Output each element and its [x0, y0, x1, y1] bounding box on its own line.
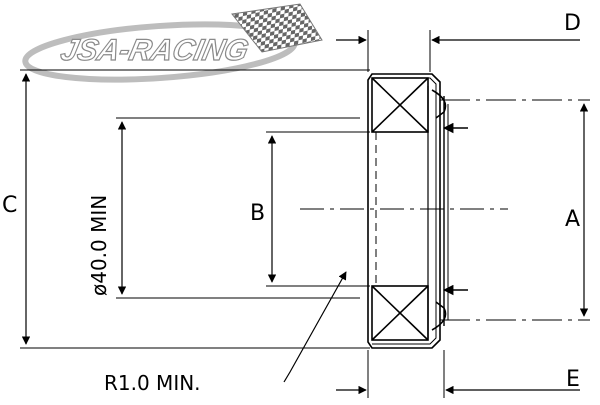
lower-bearing-box — [371, 285, 429, 341]
brand-logo: JSA-RACING — [22, 3, 323, 83]
label-d: D — [564, 11, 581, 36]
upper-bearing-box — [371, 77, 429, 133]
checkered-flag-icon — [231, 3, 323, 53]
dimension-a: A — [565, 103, 589, 317]
dimension-e: E — [336, 350, 580, 398]
label-radius: R1.0 MIN. — [104, 371, 201, 395]
radius-callout: R1.0 MIN. — [104, 271, 347, 395]
label-a: A — [565, 207, 580, 232]
dimension-b: B — [250, 131, 370, 287]
dimension-c: C — [2, 69, 370, 349]
label-c: C — [2, 193, 17, 218]
seal-section — [367, 73, 449, 349]
label-e: E — [566, 367, 580, 392]
dimension-d: D — [336, 11, 581, 72]
dimension-diameter: ø40.0 MIN — [87, 117, 360, 299]
label-b: B — [250, 201, 265, 226]
logo-text: JSA-RACING — [58, 34, 252, 67]
label-diameter: ø40.0 MIN — [87, 195, 111, 296]
